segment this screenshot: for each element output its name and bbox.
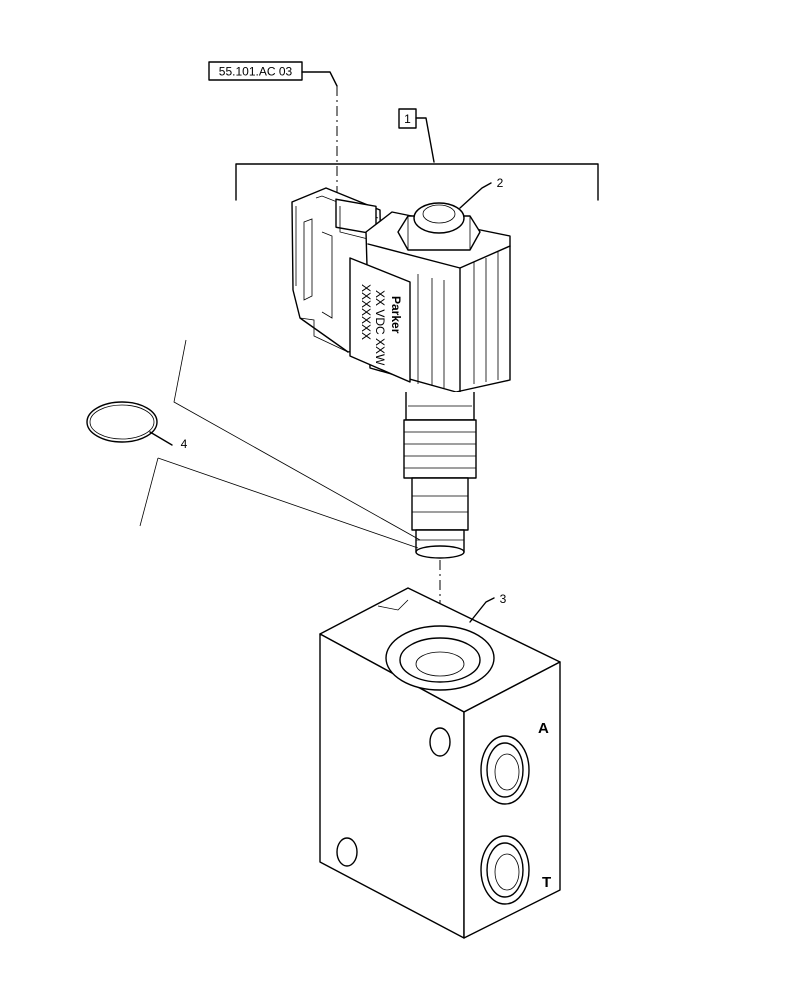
callout-4[interactable]: 4 [149,431,188,451]
reference-box [208,61,303,81]
cartridge-stem [403,392,477,559]
coil-label-plate [349,257,411,383]
callout-1[interactable]: 1 [398,108,435,163]
o-ring-projection-upper [173,339,421,541]
reference-leader [301,71,338,87]
callout-3-number: 3 [500,592,507,606]
port-a [480,735,530,805]
o-ring-projection-lower [139,457,159,527]
coil-housing: Parker XX VDC XXW XXXXXXX [349,211,511,393]
solenoid-valve[interactable]: Parker XX VDC XXW XXXXXXX [291,187,511,559]
mounting-hole-lower [336,837,358,867]
port-t-label: T [542,874,551,891]
callout-1-leader [415,117,435,163]
mounting-hole-upper [429,727,451,757]
reference-callout[interactable]: 55.101.AC 03 [208,61,338,87]
coil-code-text: XXXXXXX [359,284,373,340]
callout-2-number: 2 [497,176,504,190]
reference-label: 55.101.AC 03 [219,65,293,79]
coil-brand-text: Parker [389,296,403,334]
callout-2-leader [459,182,492,209]
port-t [480,835,530,905]
callout-3-leader [469,597,495,623]
callout-4-number: 4 [181,437,188,451]
coil-nut [397,202,481,251]
assembly-bracket [235,163,599,201]
callout-1-number: 1 [404,112,411,126]
coil-rating-text: XX VDC XXW [373,290,387,366]
o-ring[interactable] [86,401,158,443]
port-a-label: A [538,720,549,737]
valve-block[interactable]: A T [319,587,561,939]
callout-3[interactable]: 3 [469,592,507,623]
o-ring-shape [86,401,158,443]
callout-4-leader [149,431,173,446]
cartridge-cavity [385,625,495,691]
callout-2[interactable]: 2 [459,176,504,209]
